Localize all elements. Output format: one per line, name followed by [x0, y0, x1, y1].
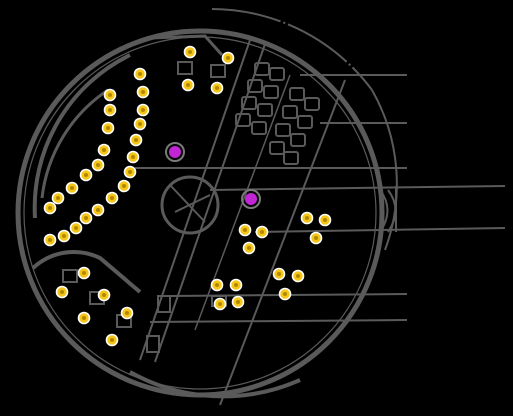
locker-block	[235, 62, 320, 165]
target-ring	[241, 189, 261, 209]
desk	[157, 295, 171, 313]
agent-yellow-dot-core	[96, 163, 100, 167]
locker	[283, 151, 299, 165]
agent-yellow-dot-core	[243, 228, 247, 232]
locker	[263, 85, 279, 99]
agent-yellow-dot-core	[48, 206, 52, 210]
desk	[177, 61, 193, 75]
central-table	[160, 175, 220, 235]
agent-yellow-dot-core	[108, 108, 112, 112]
agent-yellow-dot-core	[125, 311, 129, 315]
agent-yellow-dot-core	[70, 186, 74, 190]
agent-yellow-dot-core	[84, 216, 88, 220]
agent-yellow-dot-core	[102, 148, 106, 152]
agent-yellow-dot-core	[110, 196, 114, 200]
lower-left-room-wall	[31, 250, 142, 294]
agent-yellow-dot-core	[218, 302, 222, 306]
agent-yellow-dot-core	[215, 86, 219, 90]
locker	[247, 79, 263, 93]
agent-yellow-dot-core	[215, 283, 219, 287]
locker	[297, 115, 313, 129]
diagonal-wall-3	[219, 79, 346, 406]
locker	[241, 96, 257, 110]
locker	[251, 121, 267, 135]
locker	[289, 87, 305, 101]
agent-yellow-dot-core	[247, 246, 251, 250]
agent-magenta-dot	[245, 193, 257, 205]
agent-yellow-dot-core	[62, 234, 66, 238]
agent-yellow-dot-core	[110, 338, 114, 342]
agents-layer	[43, 45, 332, 347]
agent-yellow-dot-core	[84, 173, 88, 177]
rail-5	[254, 227, 506, 233]
agent-yellow-dot-core	[131, 155, 135, 159]
outer-dashed-arc	[211, 8, 373, 91]
locker	[275, 123, 291, 137]
central-table-spoke-2	[174, 194, 211, 213]
agent-yellow-dot-core	[122, 184, 126, 188]
agent-yellow-dot-core	[323, 218, 327, 222]
agent-yellow-dot-core	[296, 274, 300, 278]
agent-yellow-dot-core	[82, 271, 86, 275]
agent-yellow-dot-core	[74, 226, 78, 230]
top-room-wall	[149, 34, 224, 57]
agent-yellow-dot-core	[141, 90, 145, 94]
desk	[146, 335, 160, 353]
agent-yellow-dot-core	[226, 56, 230, 60]
target-ring	[165, 142, 185, 162]
agent-yellow-dot-core	[96, 208, 100, 212]
agent-yellow-dot-core	[138, 122, 142, 126]
agent-yellow-dot-core	[102, 293, 106, 297]
locker	[254, 62, 270, 76]
locker	[304, 97, 320, 111]
locker	[257, 103, 273, 117]
agent-yellow-dot-core	[108, 93, 112, 97]
agent-yellow-dot-core	[56, 196, 60, 200]
locker	[269, 141, 285, 155]
agent-yellow-dot-core	[283, 292, 287, 296]
locker	[235, 113, 251, 127]
agent-yellow-dot-core	[314, 236, 318, 240]
agent-yellow-dot-core	[188, 50, 192, 54]
right-exit-gate	[379, 186, 397, 233]
agent-yellow-dot-core	[186, 83, 190, 87]
agent-yellow-dot-core	[260, 230, 264, 234]
agent-yellow-dot-core	[60, 290, 64, 294]
agent-yellow-dot-core	[234, 283, 238, 287]
agent-yellow-dot-core	[48, 238, 52, 242]
locker	[290, 133, 306, 147]
desk	[210, 64, 226, 78]
agent-yellow-dot-core	[82, 316, 86, 320]
locker	[269, 67, 285, 81]
agent-yellow-dot-core	[305, 216, 309, 220]
agent-yellow-dot-core	[236, 300, 240, 304]
agent-magenta-dot	[169, 146, 181, 158]
targets-layer	[165, 142, 261, 209]
agent-yellow-dot-core	[138, 72, 142, 76]
rail-7	[149, 319, 408, 323]
locker	[282, 105, 298, 119]
rail-4	[209, 185, 506, 191]
agent-yellow-dot-core	[134, 138, 138, 142]
desk	[62, 269, 78, 283]
agent-yellow-dot-core	[141, 108, 145, 112]
bottom-arc-wall	[129, 370, 301, 399]
central-table-spoke-1	[169, 184, 206, 223]
left-seating-inner-wall	[40, 88, 109, 199]
agent-yellow-dot-core	[277, 272, 281, 276]
left-seating-wall	[32, 53, 131, 219]
agent-yellow-dot-core	[106, 126, 110, 130]
agent-yellow-dot-core	[128, 170, 132, 174]
